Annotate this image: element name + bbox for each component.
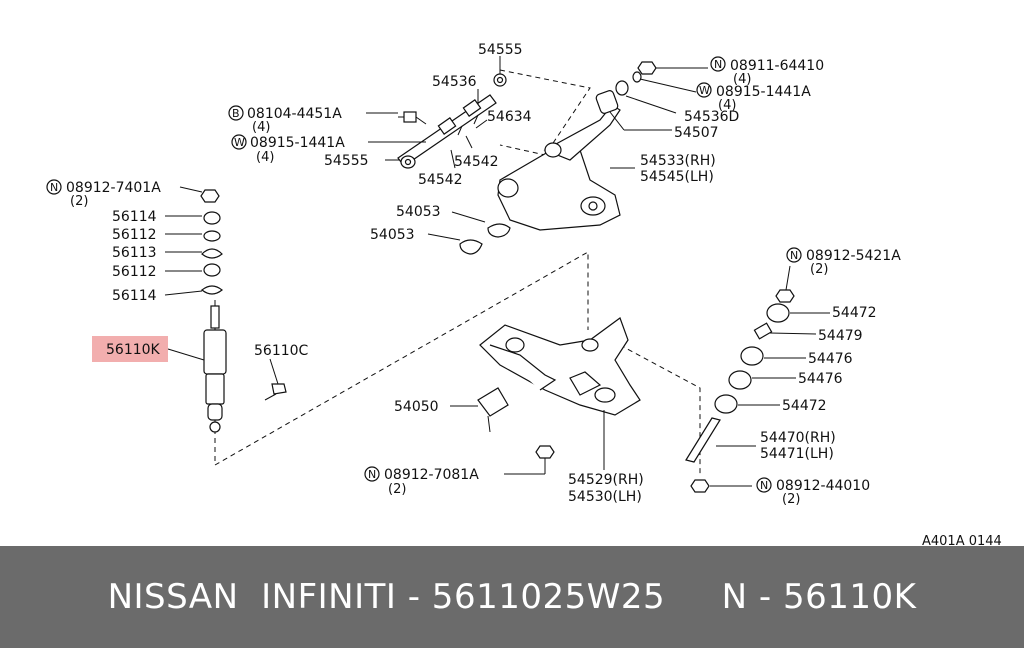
label-56113: 56113 (112, 245, 157, 261)
label-54472-b: 54472 (782, 398, 827, 414)
label-54555-top: 54555 (478, 42, 523, 58)
qty-nut-shock: (2) (70, 194, 88, 209)
label-08912-7081A: 08912-7081A (384, 467, 479, 483)
qty-bolt: (4) (252, 120, 270, 135)
label-54471-lh: 54471(LH) (760, 446, 834, 462)
qty-nut-lower: (2) (388, 482, 406, 497)
label-54634: 54634 (487, 109, 532, 125)
label-54542-b: 54542 (418, 172, 463, 188)
shock-bolt-icon (264, 383, 287, 401)
lower-control-arm (479, 317, 641, 416)
lower-nut-icon (535, 445, 555, 459)
label-54479: 54479 (818, 328, 863, 344)
prefix-nut-bottom: N (760, 479, 768, 492)
label-56114-a: 56114 (112, 209, 157, 225)
highlight-box (92, 336, 168, 362)
label-08915-1441A: 08915-1441A (250, 135, 345, 151)
strut-rod-parts (685, 289, 795, 493)
label-54533-rh: 54533(RH) (640, 153, 716, 169)
footer-part-info: NISSAN INFINITI - 5611025W25 N - 56110K (107, 577, 917, 617)
label-08104-4451A: 08104-4451A (247, 106, 342, 122)
label-56110K: 56110K (106, 342, 161, 358)
exploded-parts-diagram: 54555 54536 B 08104-4451A (4) W 08915-14… (46, 42, 1002, 546)
label-08911-64410: 08911-64410 (730, 58, 824, 74)
label-54555-bot: 54555 (324, 153, 369, 169)
label-56110C: 56110C (254, 343, 309, 359)
qty-washer-right: (4) (718, 98, 736, 113)
lower-bumper-icon (477, 387, 509, 433)
label-54530-lh: 54530(LH) (568, 489, 642, 505)
prefix-nut-shock: N (50, 181, 58, 194)
label-08912-5421A: 08912-5421A (806, 248, 901, 264)
footer-bar: NISSAN INFINITI - 5611025W25 N - 56110K (0, 546, 1024, 648)
qty-washer: (4) (256, 150, 274, 165)
label-54536D: 54536D (684, 109, 739, 125)
label-54476-a: 54476 (808, 351, 853, 367)
leader-lines (164, 56, 830, 487)
label-56112-b: 56112 (112, 264, 157, 280)
upper-arm-shaft (397, 73, 507, 169)
upper-control-arm (497, 104, 621, 231)
label-54542-a: 54542 (454, 154, 499, 170)
label-56114-b: 56114 (112, 288, 157, 304)
label-54053-a: 54053 (396, 204, 441, 220)
prefix-nut-lower: N (368, 468, 376, 481)
label-08915-1441A-right: 08915-1441A (716, 84, 811, 100)
shock-washers (200, 189, 223, 295)
label-08912-7401A: 08912-7401A (66, 180, 161, 196)
label-54529-rh: 54529(RH) (568, 472, 644, 488)
label-54050: 54050 (394, 399, 439, 415)
assembly-dashed-lines (214, 69, 701, 475)
qty-nut-bottom: (2) (782, 492, 800, 507)
label-54053-b: 54053 (370, 227, 415, 243)
label-54536: 54536 (432, 74, 477, 90)
label-08912-44010: 08912-44010 (776, 478, 870, 494)
bolt-icon (398, 111, 427, 125)
qty-nut-strut: (2) (810, 262, 828, 277)
shock-absorber (203, 300, 227, 433)
qty-nut-right: (4) (733, 72, 751, 87)
prefix-washer: W (234, 136, 245, 149)
prefix-nut-right: N (714, 58, 722, 71)
bushing-icon (595, 61, 657, 114)
label-54470-rh: 54470(RH) (760, 430, 836, 446)
label-54476-b: 54476 (798, 371, 843, 387)
part-labels: 54555 54536 B 08104-4451A (4) W 08915-14… (46, 42, 1002, 546)
prefix-nut-strut: N (790, 249, 798, 262)
label-54545-lh: 54545(LH) (640, 169, 714, 185)
label-54472-a: 54472 (832, 305, 877, 321)
bump-stopper-icon (459, 223, 511, 255)
prefix-washer-right: W (699, 84, 710, 97)
prefix-bolt: B (232, 107, 240, 120)
figure-code: A401A 0144 (922, 534, 1002, 546)
label-56112-a: 56112 (112, 227, 157, 243)
label-54507: 54507 (674, 125, 719, 141)
